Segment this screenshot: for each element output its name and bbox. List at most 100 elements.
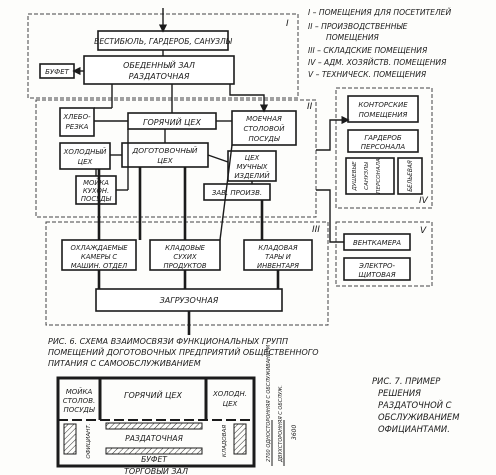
fig7-caption-line-4: ОБСЛУЖИВАНИЕМ [378, 412, 459, 422]
dry-storage-label-1: КЛАДОВЫЕ [165, 244, 205, 252]
dry-storage-box [149, 239, 221, 271]
prod-office-box [203, 183, 271, 201]
switchboard-label-2: ЩИТОВАЯ [358, 271, 395, 279]
container-storage-label-2: ТАРЫ И [265, 253, 291, 261]
staff-wardrobe-label-2: ПЕРСОНАЛА [361, 143, 406, 151]
zone-iii-frame [45, 221, 329, 326]
kitchen-wash-label-3: ПОСУДЫ [81, 195, 112, 203]
flour-shop-label-1: ЦЕХ [245, 154, 260, 162]
floor-plan: МОЙКА СТОЛОВ. ПОСУДЫ ГОРЯЧИЙ ЦЕХ ХОЛОДН.… [56, 344, 298, 475]
plan-hotshop-label: ГОРЯЧИЙ ЦЕХ [124, 389, 182, 400]
staff-wardrobe-label-1: ГАРДЕРОБ [364, 134, 402, 142]
legend-line-1: I – ПОМЕЩЕНИЯ ДЛЯ ПОСЕТИТЕЛЕЙ [308, 8, 451, 17]
dish-washing-label-2: СТОЛОВОЙ [244, 124, 286, 133]
hot-shop-label: ГОРЯЧИЙ ЦЕХ [143, 116, 201, 127]
kitchen-wash-label-1: МОЙКА [83, 178, 109, 187]
cold-shop-label-2: ЦЕХ [78, 158, 93, 166]
link-procure-flour [207, 154, 229, 163]
plan-right-counter [233, 423, 247, 455]
figure-6-caption: РИС. 6. СХЕМА ВЗАИМОСВЯЗИ ФУНКЦИОНАЛЬНЫХ… [48, 337, 319, 368]
legend-line-2: II – ПРОИЗВОДСТВЕННЫЕ [308, 22, 408, 31]
ventilation-label: ВЕНТКАМЕРА [353, 239, 401, 247]
switchboard-label-1: ЭЛЕКТРО- [358, 262, 396, 270]
zone-iv-label: IV [419, 196, 429, 206]
zone-v-label: V [420, 226, 427, 236]
plan-left-counter [63, 423, 77, 455]
flour-shop-label-2: МУЧНЫХ [237, 163, 268, 171]
fig6-caption-line-1: РИС. 6. СХЕМА ВЗАИМОСВЯЗИ ФУНКЦИОНАЛЬНЫХ… [48, 337, 288, 346]
figure-7-caption: РИС. 7. ПРИМЕР РЕШЕНИЯ РАЗДАТОЧНОЙ С ОБС… [372, 376, 459, 434]
plan-serving-label: РАЗДАТОЧНАЯ [125, 434, 183, 443]
office-label-1: КОНТОРСКИЕ [358, 101, 408, 109]
fig7-caption-line-1: РИС. 7. ПРИМЕР [372, 376, 441, 386]
flour-shop-box [227, 150, 277, 182]
plan-dim-c-label: 3600 [291, 425, 298, 440]
fig7-caption-line-5: ОФИЦИАНТАМИ. [378, 424, 450, 434]
legend: I – ПОМЕЩЕНИЯ ДЛЯ ПОСЕТИТЕЛЕЙ II – ПРОИЗ… [308, 8, 451, 79]
container-storage-box [243, 239, 313, 271]
container-storage-label-1: КЛАДОВАЯ [258, 244, 298, 252]
dry-storage-label-2: СУХИХ [173, 253, 197, 261]
dining-hall-box [83, 55, 235, 85]
plan-coldshop-label-2: ЦЕХ [223, 400, 238, 408]
chillers-label-1: ОХЛАЖДАЕМЫЕ [70, 244, 128, 252]
fig6-caption-line-3: ПИТАНИЯ С САМООБСЛУЖИВАНИЕМ [48, 359, 201, 368]
link-prod-tech [316, 189, 344, 243]
plan-dishwash-label-3: ПОСУДЫ [63, 406, 94, 414]
plan-coldshop-label-1: ХОЛОДН. [212, 390, 247, 398]
plan-side-right-label: КЛАДОВАЯ [222, 425, 228, 457]
flour-shop-label-3: ИЗДЕЛИЙ [234, 171, 270, 180]
plan-serving-counter-top [105, 422, 203, 430]
chillers-label-3: МАШИН. ОТДЕЛ [71, 262, 128, 270]
plan-dishwash-label-1: МОЙКА [66, 387, 93, 396]
link-dishwash-container [219, 144, 233, 241]
plan-trading-hall-label: ТОРГОВЫЙ ЗАЛ [124, 465, 188, 475]
link-prod-admin [316, 115, 350, 151]
office-box [347, 95, 419, 123]
dish-washing-label-1: МОЕЧНАЯ [246, 115, 282, 123]
plan-dim-a-label: 2700 ОДНОСТОРОННЯЯ С ОБСЛУЖИВАНИЕМ [266, 344, 272, 462]
office-label-2: ПОМЕЩЕНИЯ [359, 111, 408, 119]
loading-label: ЗАГРУЗОЧНАЯ [160, 296, 219, 305]
buffet-label: БУФЕТ [45, 68, 70, 76]
zone-ii-label: II [307, 102, 313, 112]
showers-label-3: ПЕРСОНАЛА [376, 158, 382, 194]
legend-line-6: V – ТЕХНИЧЕСК. ПОМЕЩЕНИЯ [308, 70, 427, 79]
legend-line-3: ПОМЕЩЕНИЯ [326, 33, 380, 42]
procurement-shop-label-1: ДОГОТОВОЧНЫЙ [132, 146, 198, 155]
cold-shop-label-1: ХОЛОДНЫЙ [63, 147, 108, 156]
bread-cutting-box [59, 107, 95, 137]
prod-office-label: ЗАВ. ПРОИЗВ. [212, 189, 262, 197]
zone-v-frame [335, 221, 433, 287]
zone-i-label: I [286, 19, 289, 29]
zone-iii-label: III [312, 225, 320, 235]
linen-label: БЕЛЬЕВАЯ [408, 160, 414, 192]
bread-cutting-label-2: РЕЗКА [66, 123, 89, 131]
linen-box [397, 157, 423, 195]
plan-serving-counter-bottom [105, 447, 203, 455]
link-hall-dishwash [229, 84, 269, 113]
dining-hall-label: ОБЕДЕННЫЙ ЗАЛ [123, 59, 195, 70]
chillers-label-2: КАМЕРЫ С [81, 253, 117, 261]
vestibule-label: ВЕСТИБЮЛЬ, ГАРДЕРОБ, САНУЗЛЫ [94, 37, 233, 46]
fig7-caption-line-2: РЕШЕНИЯ [378, 388, 421, 398]
fig7-caption-line-3: РАЗДАТОЧНОЙ С [378, 399, 452, 410]
legend-line-5: IV – АДМ. ХОЗЯЙСТВ. ПОМЕЩЕНИЯ [308, 58, 447, 67]
chillers-box [61, 239, 137, 271]
zone-iv-frame [335, 87, 433, 209]
dry-storage-label-3: ПРОДУКТОВ [163, 262, 206, 270]
dish-washing-label-3: ПОСУДЫ [248, 135, 279, 143]
showers-label-2: САНУЗЛЫ [364, 162, 370, 190]
showers-label-1: ДУШЕВЫЕ [352, 161, 358, 192]
zone-ii-frame [35, 99, 317, 218]
serving-label: РАЗДАТОЧНАЯ [129, 72, 190, 81]
plan-dishwash-label-2: СТОЛОВ. [63, 397, 95, 405]
legend-line-4: III – СКЛАДСКИЕ ПОМЕЩЕНИЯ [308, 46, 428, 55]
cold-shop-box [59, 142, 111, 170]
plan-side-left-label: ОФИЦИАНТ. [86, 423, 92, 458]
kitchen-wash-label-2: КУХОН. [83, 187, 109, 195]
bread-cutting-label-1: ХЛЕБО- [62, 113, 91, 121]
dish-washing-box [231, 110, 297, 146]
switchboard-box [343, 257, 411, 281]
